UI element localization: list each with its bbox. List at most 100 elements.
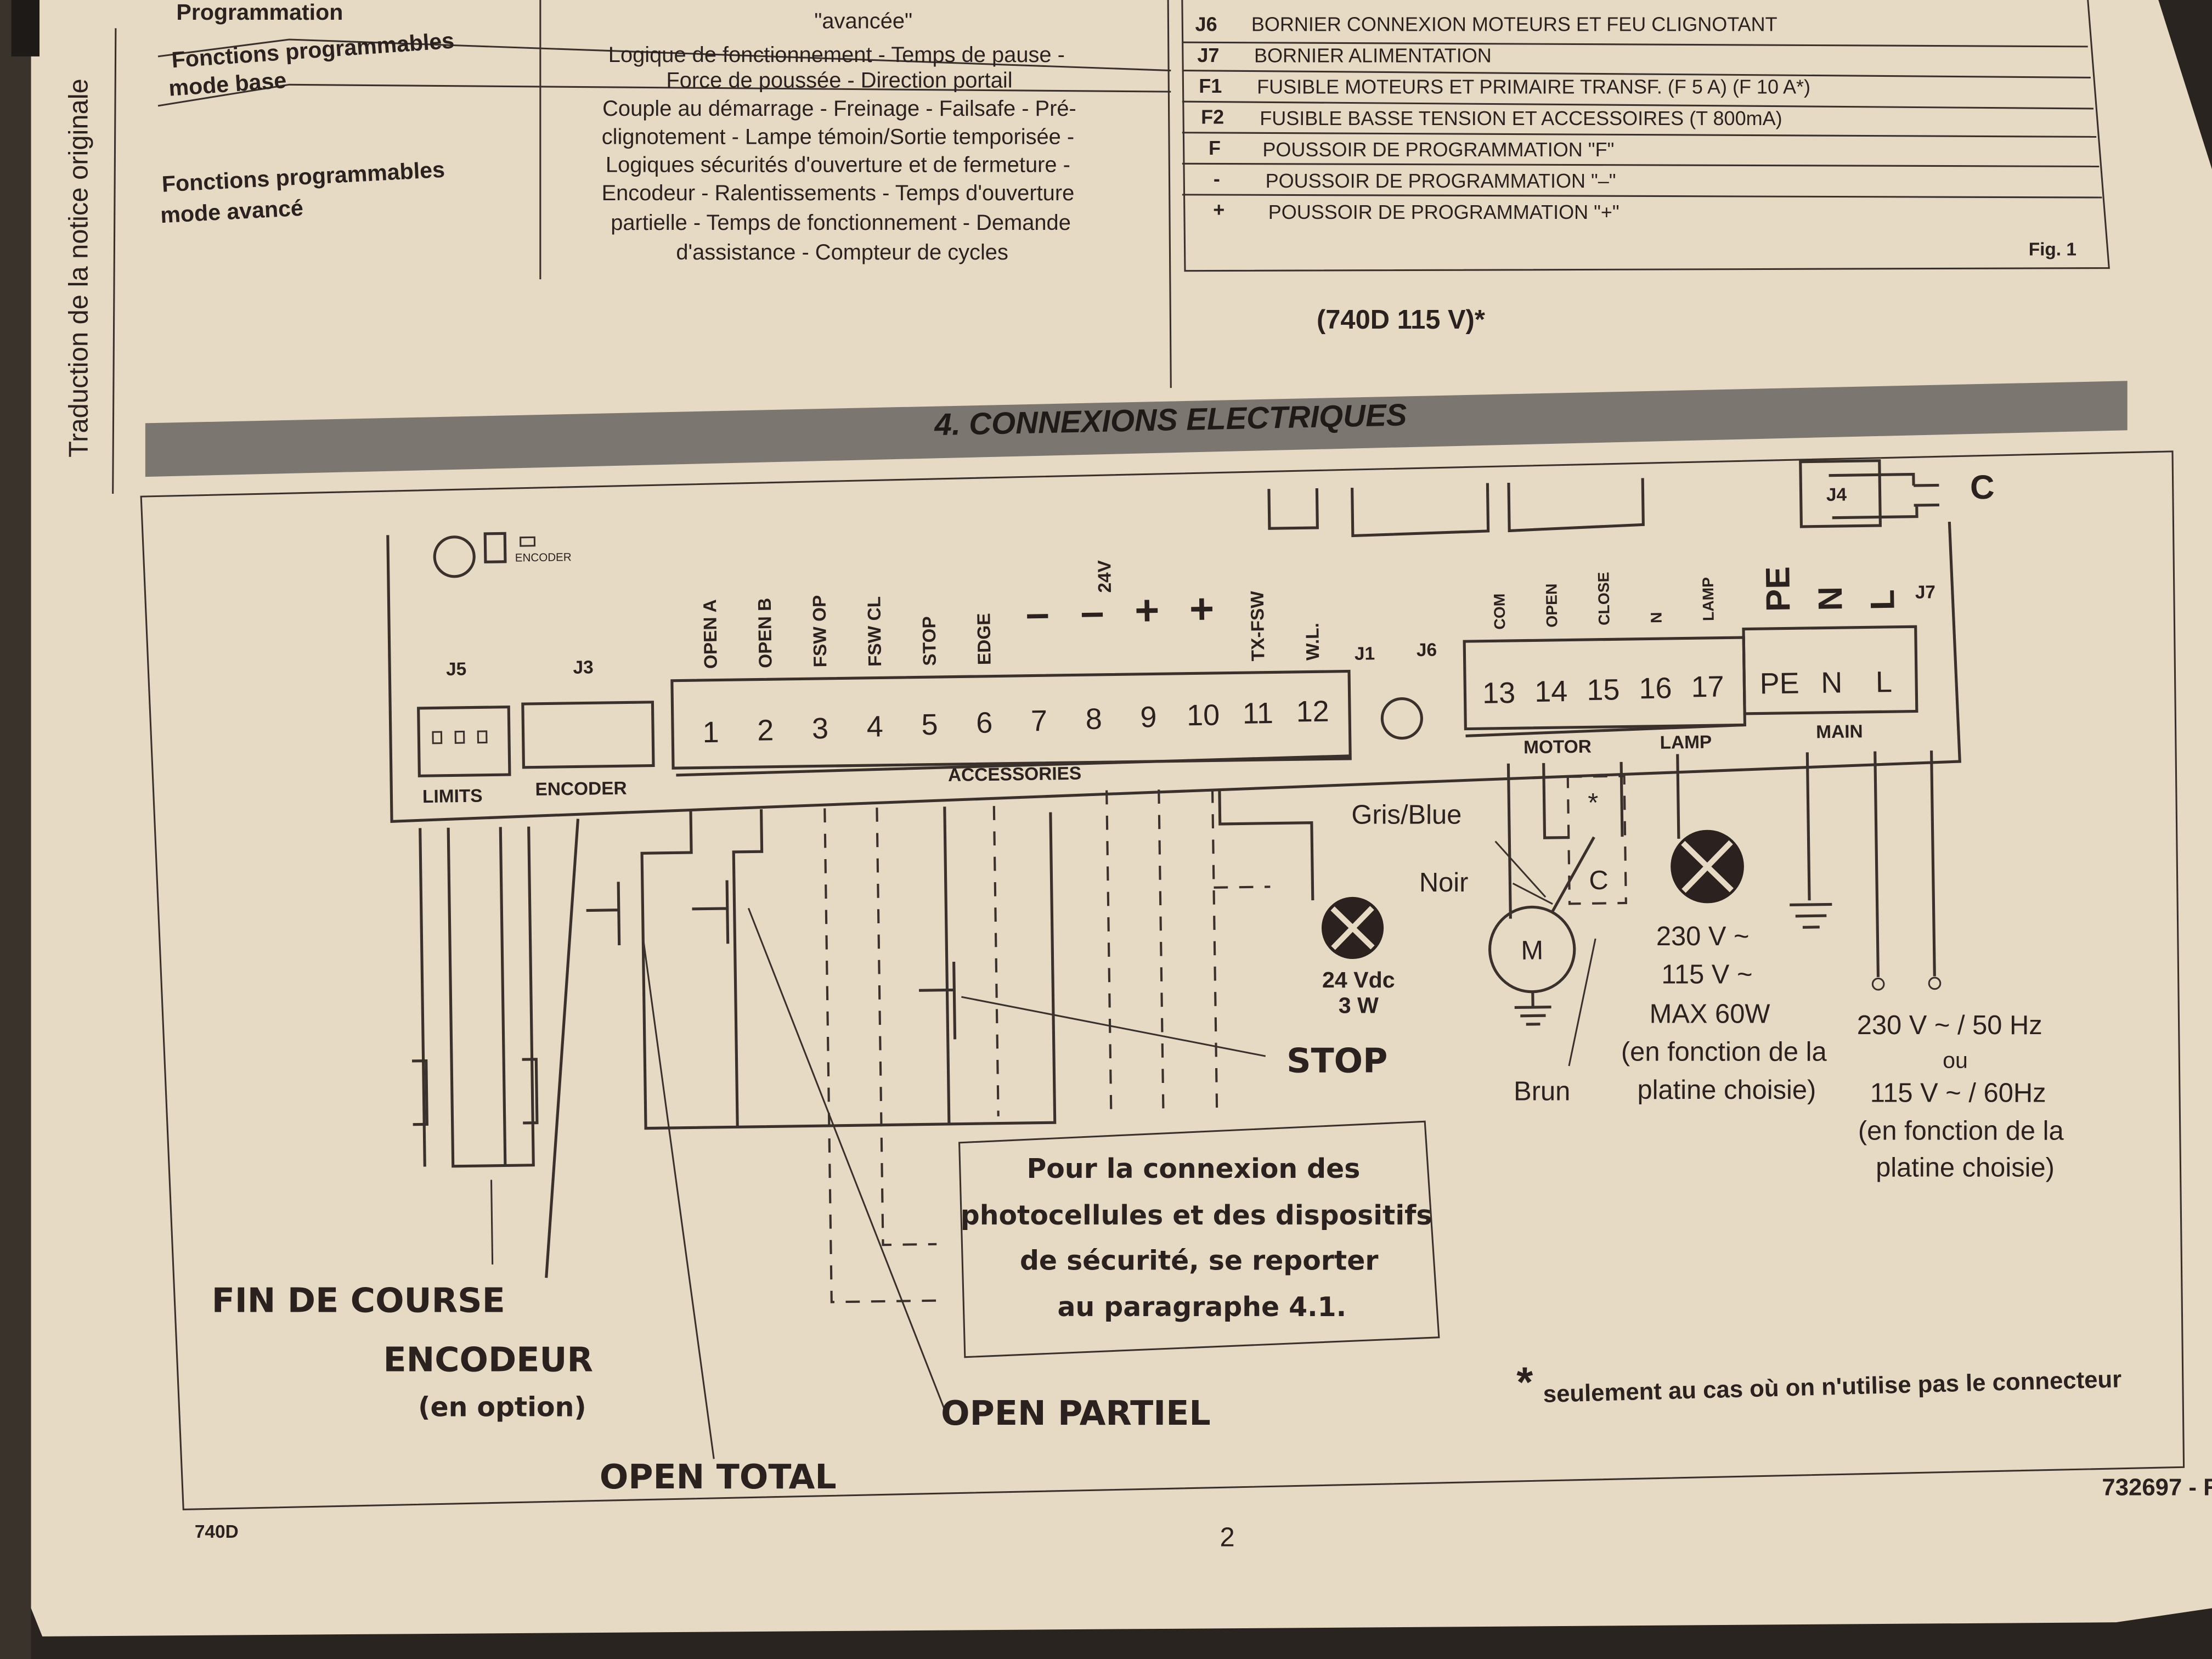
encoder-connector bbox=[521, 701, 655, 769]
terminal-number: 10 bbox=[1187, 698, 1220, 732]
margin-text: Traduction de la notice originale bbox=[64, 78, 93, 458]
gris-blue-label: Gris/Blue bbox=[1351, 800, 1462, 830]
terminal-label: – bbox=[1080, 588, 1104, 636]
j4-label: J4 bbox=[1826, 485, 1847, 506]
lamp-label: LAMP bbox=[1660, 732, 1712, 753]
terminal-number: 11 bbox=[1242, 697, 1273, 730]
terminal-number: N bbox=[1821, 666, 1843, 699]
legend-text: FUSIBLE MOTEURS ET PRIMAIRE TRANSF. (F 5… bbox=[1257, 76, 1810, 98]
j4-connector bbox=[1799, 459, 1882, 528]
terminal-number: 1 bbox=[702, 716, 719, 749]
spec-value: Logique de fonctionnement - Temps de pau… bbox=[608, 43, 1065, 67]
note-box bbox=[958, 1120, 1440, 1358]
ground-icon bbox=[1514, 991, 1551, 1026]
legend-code: F2 bbox=[1201, 106, 1224, 128]
footer-model: 740D bbox=[195, 1522, 239, 1542]
lamp-main-spec: MAX 60W bbox=[1650, 999, 1770, 1029]
wiring-diagram: ENCODER J4 C J5 J3 LIMITS ENCODER 1OPEN … bbox=[386, 459, 1995, 1459]
capacitor-label: C bbox=[1589, 866, 1609, 895]
terminal-label: STOP bbox=[919, 616, 940, 666]
legend-code: J6 bbox=[1195, 13, 1217, 36]
note-line: photocellules et des dispositifs bbox=[961, 1200, 1432, 1231]
terminal-label: L bbox=[1864, 589, 1902, 611]
spec-value: clignotement - Lampe témoin/Sortie tempo… bbox=[602, 125, 1074, 149]
annotations: Gris/Blue Noir Brun 24 Vdc 3 W 230 V ~ 1… bbox=[212, 800, 2122, 1497]
supply-spec: (en fonction de la bbox=[1858, 1116, 2064, 1146]
supply-spec: 230 V ~ / 50 Hz bbox=[1857, 1011, 2042, 1040]
terminal-number: 2 bbox=[757, 714, 774, 747]
legend-code: - bbox=[1214, 167, 1220, 190]
j7-label: J7 bbox=[1915, 582, 1936, 603]
lamp-main-spec: 230 V ~ bbox=[1656, 922, 1750, 951]
terminal-label: CLOSE bbox=[1594, 572, 1612, 625]
terminal-label: N bbox=[1812, 586, 1850, 611]
spec-label: Programmation bbox=[176, 0, 343, 25]
brun-label: Brun bbox=[1514, 1077, 1570, 1107]
legend-text: BORNIER CONNEXION MOTEURS ET FEU CLIGNOT… bbox=[1251, 13, 1778, 36]
motor-m-label: M bbox=[1521, 935, 1543, 966]
terminal-number: 6 bbox=[976, 706, 993, 739]
noir-label: Noir bbox=[1419, 868, 1469, 898]
note-line: de sécurité, se reporter bbox=[1020, 1245, 1378, 1276]
spec-value: Encodeur - Ralentissements - Temps d'ouv… bbox=[602, 181, 1075, 205]
terminal-number: 16 bbox=[1639, 672, 1672, 705]
earth-icon bbox=[1790, 902, 1832, 929]
terminal-label: TX-FSW bbox=[1248, 590, 1269, 661]
spec-value: partielle - Temps de fonctionnement - De… bbox=[611, 211, 1071, 235]
terminal-number: L bbox=[1876, 665, 1893, 698]
limits-label: LIMITS bbox=[422, 786, 483, 808]
legend-text: POUSSOIR DE PROGRAMMATION "F" bbox=[1262, 138, 1614, 161]
motor-label: MOTOR bbox=[1523, 737, 1592, 758]
terminal-label: W.L. bbox=[1302, 623, 1323, 661]
terminal-label: + bbox=[1135, 586, 1160, 634]
encodeur-option-label: (en option) bbox=[418, 1392, 586, 1423]
terminal-number: 12 bbox=[1296, 695, 1329, 729]
encodeur-label: ENCODEUR bbox=[383, 1340, 593, 1379]
j5-label: J5 bbox=[446, 659, 467, 680]
terminal-label: COM bbox=[1490, 593, 1508, 629]
supply-spec: 115 V ~ / 60Hz bbox=[1870, 1078, 2046, 1108]
note-line: Pour la connexion des bbox=[1026, 1153, 1360, 1184]
24v-label: 24V bbox=[1094, 560, 1115, 593]
terminal-label: EDGE bbox=[974, 613, 995, 665]
legend-text: FUSIBLE BASSE TENSION ET ACCESSOIRES (T … bbox=[1260, 107, 1782, 129]
open-total-label: OPEN TOTAL bbox=[600, 1457, 837, 1497]
terminal-label: FSW CL bbox=[864, 596, 885, 667]
terminal-number: 5 bbox=[921, 708, 938, 741]
spec-value: Couple au démarrage - Freinage - Failsaf… bbox=[602, 97, 1076, 121]
terminal-number: 4 bbox=[866, 710, 883, 743]
fin-de-course-label: FIN DE COURSE bbox=[212, 1280, 505, 1320]
terminal-label: LAMP bbox=[1699, 577, 1717, 622]
main-label: MAIN bbox=[1816, 721, 1863, 742]
j6-label: J6 bbox=[1417, 640, 1437, 661]
spec-value: Logiques sécurités d'ouverture et de fer… bbox=[606, 153, 1070, 177]
legend-code: J7 bbox=[1197, 44, 1219, 66]
terminal-label: N bbox=[1647, 612, 1664, 623]
main-terminal-block bbox=[1742, 625, 1918, 715]
footnote-star: * bbox=[1516, 1359, 1533, 1406]
encoder-label: ENCODER bbox=[535, 778, 627, 800]
motor-icon bbox=[1488, 905, 1576, 994]
page-number: 2 bbox=[1220, 1522, 1235, 1552]
supply-spec: platine choisie) bbox=[1876, 1153, 2055, 1183]
terminal-label: FSW OP bbox=[810, 595, 831, 667]
spec-value: Force de poussée - Direction portail bbox=[666, 68, 1012, 92]
encoder-small-label: ENCODER bbox=[515, 551, 572, 564]
lamp-main-spec: (en fonction de la bbox=[1621, 1037, 1827, 1067]
capacitor-star: * bbox=[1588, 788, 1599, 817]
diagram-frame bbox=[140, 450, 2185, 1511]
terminal-number: PE bbox=[1759, 667, 1799, 700]
spec-value: d'assistance - Compteur de cycles bbox=[676, 240, 1008, 264]
terminal-number: 3 bbox=[812, 712, 829, 745]
spec-value: "avancée" bbox=[814, 9, 912, 33]
terminal-number: 8 bbox=[1085, 703, 1102, 736]
lamp-main-spec: 115 V ~ bbox=[1661, 960, 1752, 989]
open-partiel-label: OPEN PARTIEL bbox=[941, 1393, 1211, 1433]
lamp-24v-label: 24 Vdc bbox=[1322, 967, 1395, 992]
accessories-label: ACCESSORIES bbox=[948, 764, 1082, 786]
lamp-main-spec: platine choisie) bbox=[1638, 1075, 1816, 1105]
footer-ref: 732697 - R bbox=[2102, 1474, 2212, 1501]
figure-label: Fig. 1 bbox=[2029, 239, 2076, 259]
model-note: (740D 115 V)* bbox=[1317, 305, 1485, 335]
